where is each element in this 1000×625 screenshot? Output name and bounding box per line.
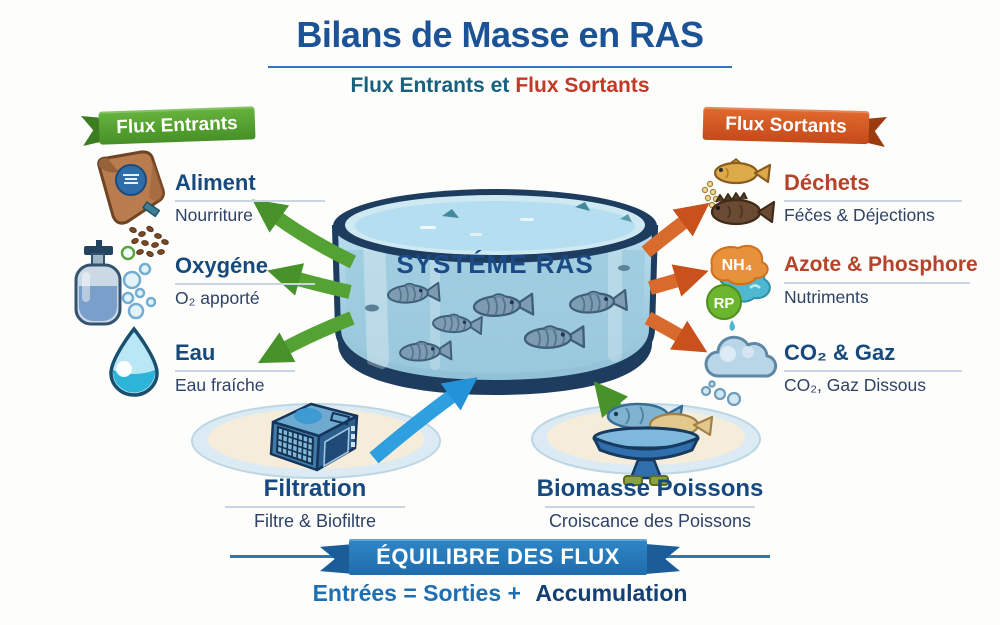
rule-filtration — [225, 506, 405, 508]
rule-azote — [784, 282, 970, 284]
nutrients-icon: NH₄ RP — [706, 244, 771, 331]
fish-scale-icon — [592, 402, 714, 486]
arrow-azote — [648, 264, 709, 297]
input-label-eau: Eau — [175, 340, 216, 365]
arrow-eau — [257, 311, 355, 364]
output-label-azote: Azote & Phosphore — [784, 253, 978, 276]
process-sub-filtration: Filtre & Biofiltre — [253, 511, 377, 531]
rp-badge: RP — [714, 295, 735, 312]
balance-equation: Entrées = Sorties + Accumulation — [0, 580, 1000, 607]
arrow-oxygene — [267, 263, 352, 299]
input-sub-aliment: Nourriture — [175, 205, 253, 225]
output-sub-co2: CO₂, Gaz Dissous — [784, 375, 926, 395]
subtitle-sortants: Flux Sortants — [515, 74, 650, 97]
output-sub-dechets: Féčes & Déjections — [784, 205, 935, 225]
title-underline — [268, 66, 732, 68]
feed-bag-icon — [97, 150, 169, 258]
filter-unit-icon — [269, 402, 359, 472]
process-sub-biomasse: Croiscance des Poissons — [548, 511, 752, 531]
output-label-dechets: Déchets — [784, 170, 870, 195]
subtitle-connector: et — [490, 74, 510, 97]
arrow-filtration-to-tank — [369, 377, 478, 464]
output-label-co2: CO₂ & Gaz — [784, 340, 896, 365]
arrow-aliment — [252, 199, 357, 269]
process-label-biomasse: Biomasse Poissons — [536, 475, 764, 502]
input-sub-eau: Eau fraíche — [175, 375, 265, 395]
equation-left: Entrées = Sorties + — [312, 580, 521, 606]
nh4-badge: NH₄ — [722, 257, 753, 274]
arrow-co2 — [644, 311, 708, 353]
oxygen-tank-icon — [74, 240, 157, 326]
fish-waste-icon — [701, 158, 776, 226]
subtitle-entrants: Flux Entrants — [350, 74, 485, 97]
equilibre-ribbon: ÉQUILIBRE DES FLUX — [349, 539, 647, 575]
rule-eau — [175, 370, 295, 372]
input-arrows — [252, 199, 357, 364]
process-label-filtration: Filtration — [263, 475, 367, 502]
input-label-oxygene: Oxygéne — [175, 253, 268, 278]
arrow-dechets — [641, 202, 710, 258]
water-drop-icon — [109, 326, 159, 397]
equation-accumulation: Accumulation — [535, 580, 688, 606]
tank-label: SYSTÉME RAS — [396, 249, 594, 279]
flux-entrants-banner: Flux Entrants — [98, 106, 256, 145]
ras-tank — [331, 189, 659, 395]
flux-sortants-banner: Flux Sortants — [702, 106, 870, 145]
output-sub-azote: Nutriments — [784, 287, 869, 307]
output-arrows — [641, 202, 710, 353]
page-title: Bilans de Masse en RAS — [296, 14, 704, 55]
rule-aliment — [175, 200, 325, 202]
rule-dechets — [784, 200, 962, 202]
rule-biomasse — [545, 506, 755, 508]
rule-oxygene — [175, 283, 315, 285]
input-label-aliment: Aliment — [175, 170, 256, 195]
rule-co2 — [784, 370, 962, 372]
input-sub-oxygene: O₂ apporté — [175, 288, 260, 308]
gas-cloud-icon — [700, 335, 778, 406]
